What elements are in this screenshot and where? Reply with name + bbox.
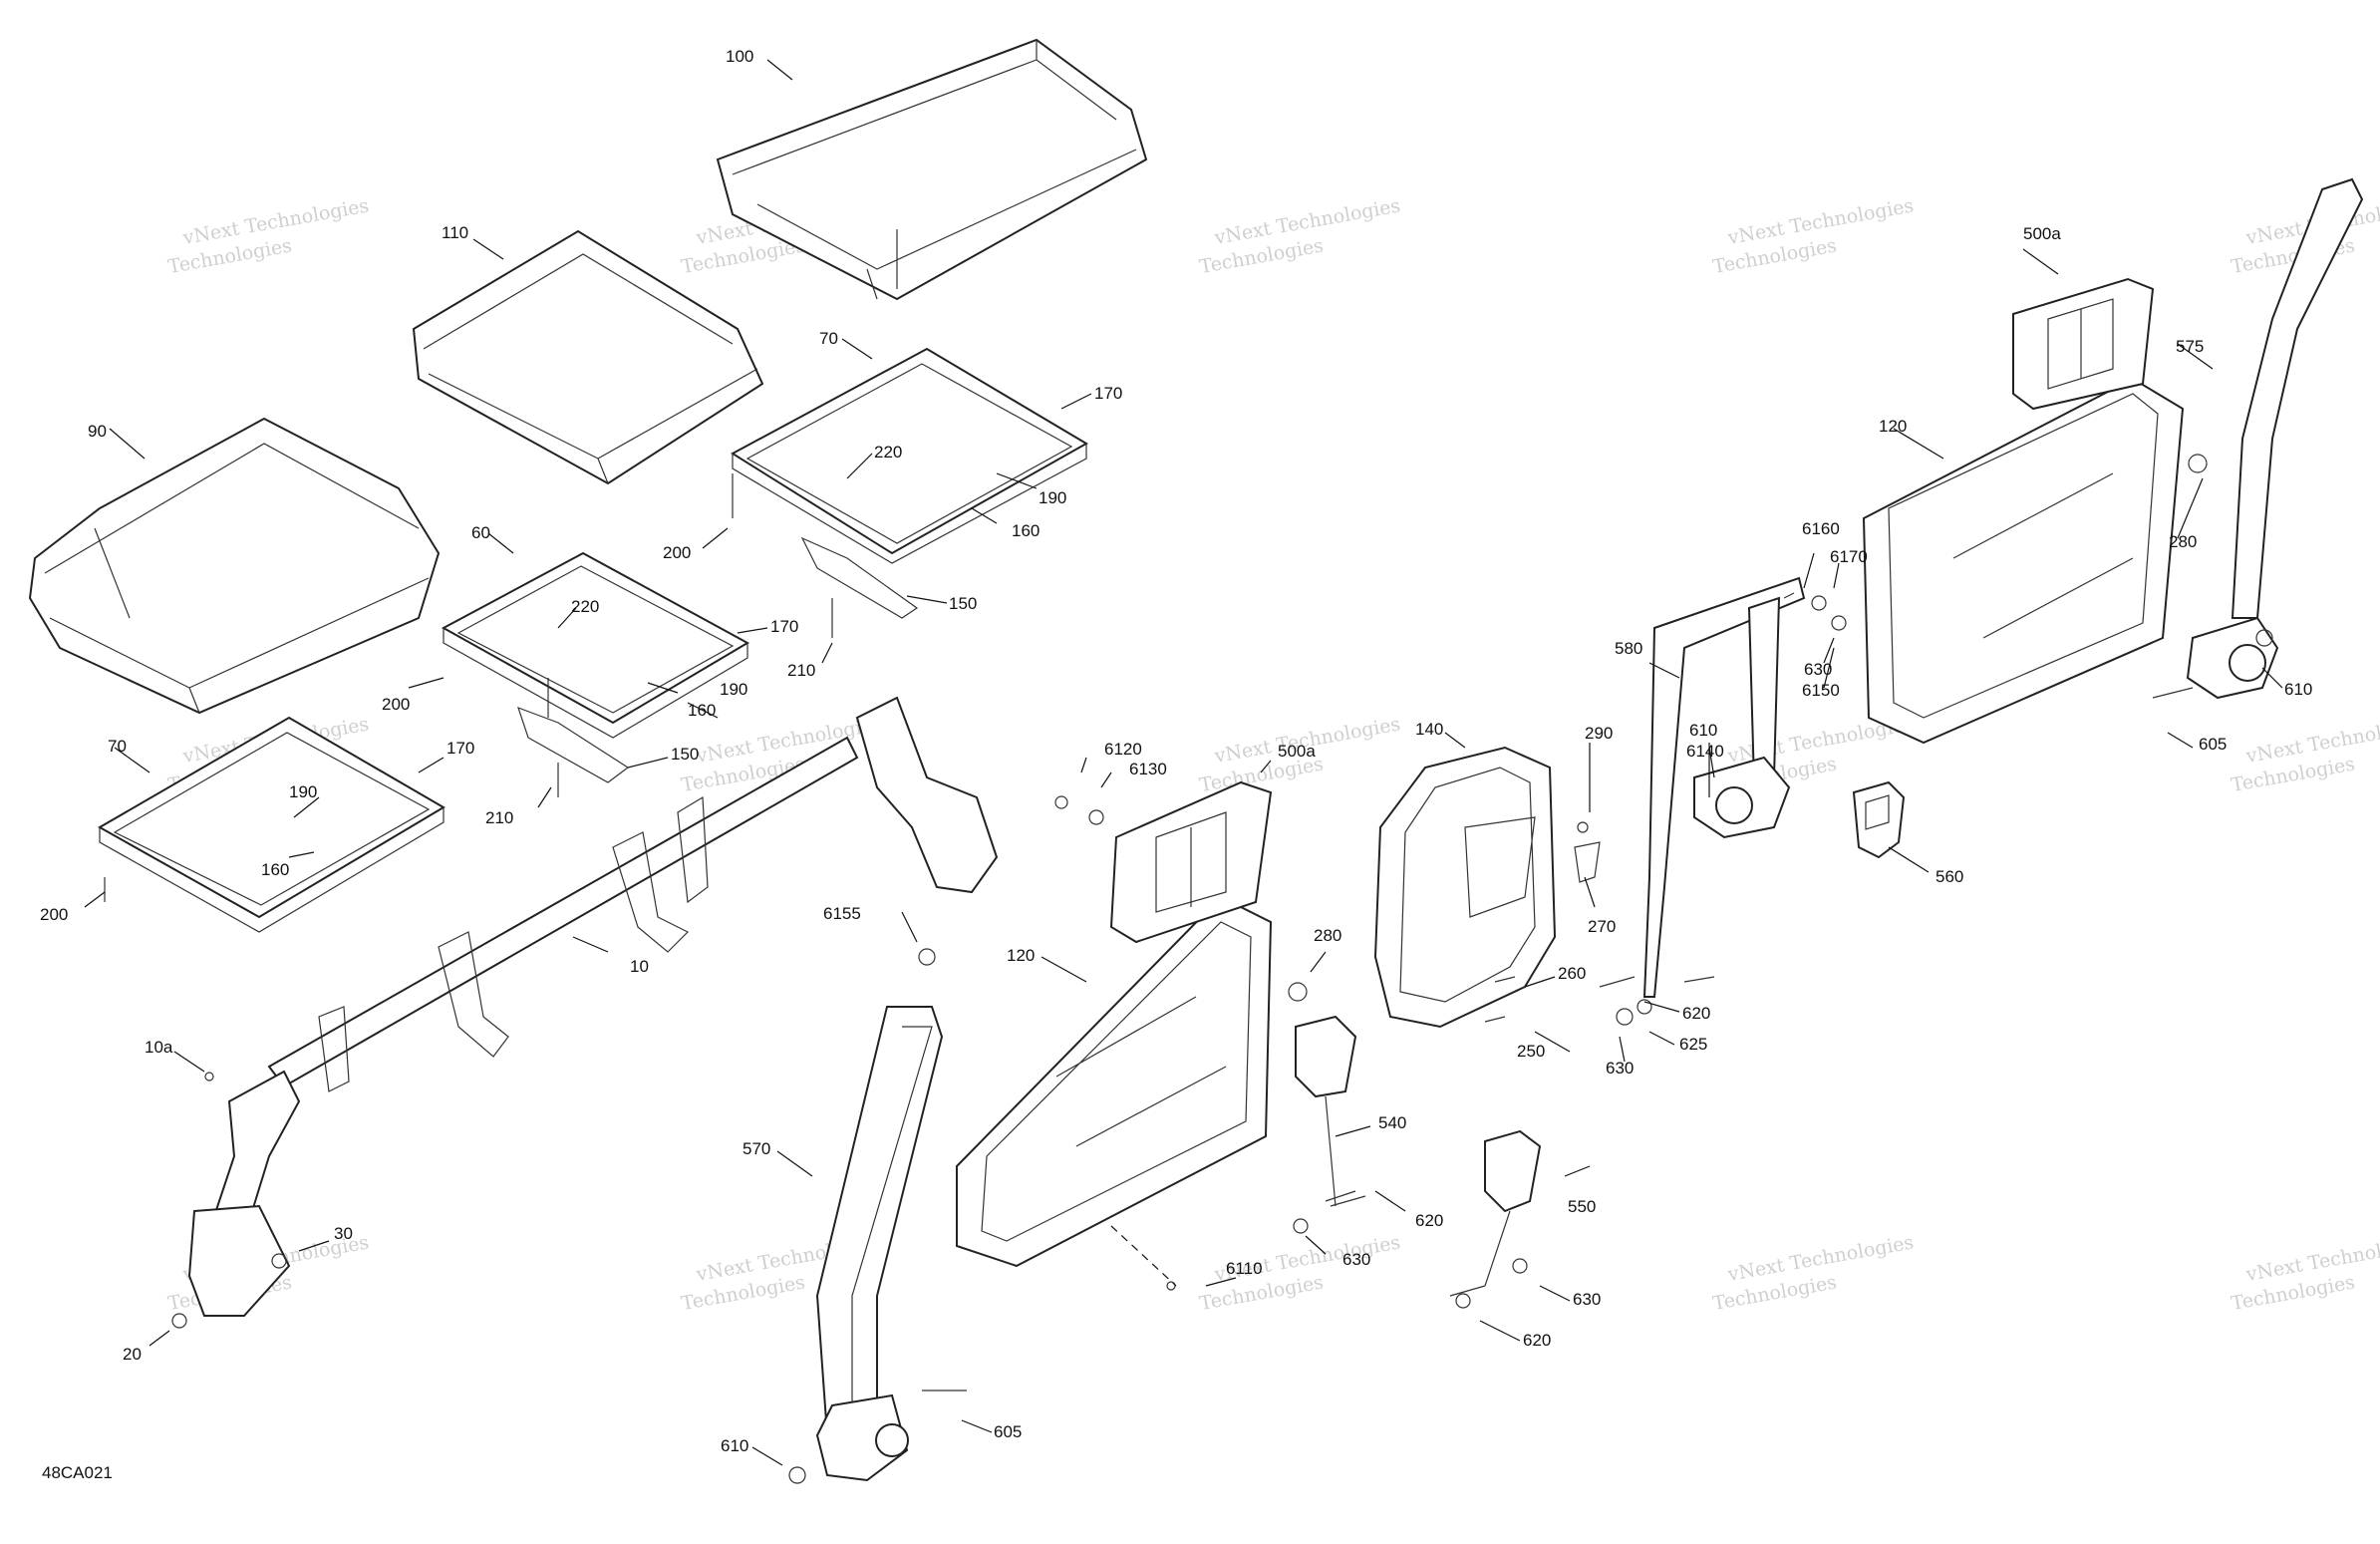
callout-620: 620 <box>1523 1331 1551 1350</box>
callout-620: 620 <box>1682 1004 1710 1023</box>
callout-150: 150 <box>671 745 699 764</box>
seat-cushion-90 <box>28 417 441 715</box>
seat-base-frame-10 <box>187 696 999 1317</box>
seat-cushion-100 <box>716 38 1148 301</box>
callout-120: 120 <box>1879 417 1907 436</box>
callout-200: 200 <box>40 905 68 924</box>
callout-580: 580 <box>1615 639 1642 658</box>
buckle-540 <box>1295 1015 1366 1207</box>
callout-140: 140 <box>1415 720 1443 739</box>
callout-170: 170 <box>1094 384 1122 403</box>
callout-10: 10 <box>630 957 649 976</box>
callout-625: 625 <box>1679 1035 1707 1054</box>
callout-6120: 6120 <box>1104 740 1142 759</box>
leader-lines <box>84 59 2283 1466</box>
callout-190: 190 <box>289 782 317 801</box>
callout-170: 170 <box>770 617 798 636</box>
callout-160: 160 <box>1012 521 1040 540</box>
callout-260: 260 <box>1558 964 1586 983</box>
callout-6160: 6160 <box>1802 519 1840 538</box>
callout-210: 210 <box>485 808 513 827</box>
headrest-500a-right <box>2012 277 2155 411</box>
callout-30: 30 <box>334 1224 353 1243</box>
callout-6110: 6110 <box>1226 1259 1263 1278</box>
headrest-500a-left <box>1109 780 1273 944</box>
callout-270: 270 <box>1588 917 1616 936</box>
callout-610: 610 <box>1689 721 1717 740</box>
figure-code: 48CA021 <box>42 1463 113 1482</box>
callout-110: 110 <box>442 223 468 242</box>
callout-540: 540 <box>1378 1113 1406 1132</box>
callout-560: 560 <box>1935 867 1963 886</box>
seat-cushion-110 <box>412 229 764 485</box>
callout-250: 250 <box>1517 1042 1545 1061</box>
callout-170: 170 <box>446 739 474 758</box>
callout-610: 610 <box>721 1436 748 1455</box>
callout-labels: 100 110 90 70 170 220 200 190 160 150 21… <box>40 47 2312 1455</box>
buckle-560 <box>1852 780 1906 859</box>
backrest-140-middle <box>1373 746 1557 1029</box>
backrest-120-left <box>956 895 1273 1268</box>
callout-620: 620 <box>1415 1211 1443 1230</box>
callout-220: 220 <box>874 443 902 462</box>
buckle-550 <box>1449 1129 1542 1297</box>
callout-6150: 6150 <box>1802 681 1840 700</box>
callout-210: 210 <box>787 661 815 680</box>
callout-630: 630 <box>1606 1059 1634 1078</box>
callout-290: 290 <box>1585 724 1613 743</box>
callout-190: 190 <box>1039 488 1066 507</box>
callout-190: 190 <box>720 680 747 699</box>
callout-630: 630 <box>1342 1250 1370 1269</box>
callout-220: 220 <box>571 597 599 616</box>
callout-70: 70 <box>819 329 838 348</box>
callout-70: 70 <box>108 737 127 756</box>
callout-6170: 6170 <box>1830 547 1868 566</box>
callout-60: 60 <box>471 523 490 542</box>
callout-160: 160 <box>688 701 716 720</box>
seat-frame-60-middle <box>441 551 750 783</box>
callout-100: 100 <box>726 47 753 66</box>
seat-belt-580 <box>1642 576 1806 998</box>
seat-frame-70-rear <box>731 347 1088 619</box>
callout-6155: 6155 <box>823 904 861 923</box>
callout-10a: 10a <box>145 1038 173 1057</box>
callout-90: 90 <box>88 422 107 441</box>
callout-6140: 6140 <box>1686 742 1724 761</box>
callout-280: 280 <box>1314 926 1341 945</box>
callout-200: 200 <box>663 543 691 562</box>
callout-200: 200 <box>382 695 410 714</box>
callout-630: 630 <box>1573 1290 1601 1309</box>
callout-630: 630 <box>1804 660 1832 679</box>
callout-605: 605 <box>2199 735 2227 754</box>
callout-575: 575 <box>2176 337 2204 356</box>
callout-280: 280 <box>2169 532 2197 551</box>
callout-605: 605 <box>994 1422 1022 1441</box>
seat-belt-575 <box>2186 177 2364 700</box>
seat-belt-570 <box>815 1006 944 1482</box>
backrest-120-right <box>1862 377 2185 745</box>
callout-550: 550 <box>1568 1197 1596 1216</box>
seat-frame-70-front <box>97 716 446 933</box>
callout-570: 570 <box>743 1139 770 1158</box>
callout-150: 150 <box>949 594 977 613</box>
callout-6130: 6130 <box>1129 760 1167 778</box>
callout-20: 20 <box>123 1345 142 1364</box>
callout-120: 120 <box>1007 946 1035 965</box>
callout-160: 160 <box>261 860 289 879</box>
callout-610: 610 <box>2284 680 2312 699</box>
callout-500a: 500a <box>1278 742 1316 761</box>
callout-500a: 500a <box>2023 224 2061 243</box>
fasteners <box>104 454 2273 1484</box>
